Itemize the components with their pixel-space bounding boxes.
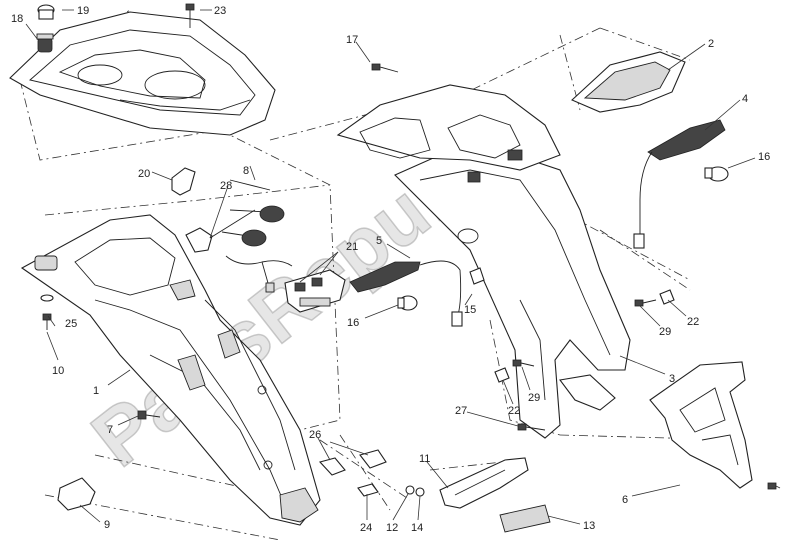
callout-29-center: 29: [528, 392, 540, 404]
latch-part-20: [171, 167, 196, 196]
turn-indicator-part-4: [633, 119, 726, 249]
callout-12: 12: [386, 522, 398, 534]
callout-23: 23: [214, 5, 226, 17]
license-plate-holder-part-6: [649, 361, 777, 490]
callout-16-left: 16: [347, 317, 359, 329]
bulb-part-16-left: [397, 295, 418, 311]
callout-1: 1: [93, 385, 99, 397]
callout-26: 26: [309, 429, 321, 441]
callout-5: 5: [376, 235, 382, 247]
callout-8: 8: [243, 165, 249, 177]
callout-24: 24: [360, 522, 372, 534]
rack-assembly: [9, 3, 276, 136]
screw-part-23: [185, 3, 195, 28]
callout-18: 18: [11, 13, 23, 25]
callout-16-right: 16: [758, 151, 770, 163]
fasteners-left: [40, 294, 161, 420]
callout-7: 7: [107, 424, 113, 436]
callout-11: 11: [419, 453, 430, 465]
nut-part-19: [37, 4, 55, 20]
callout-4: 4: [742, 93, 748, 105]
callout-17: 17: [346, 34, 358, 46]
leader-lines: [25, 9, 781, 525]
module-part-21: [284, 269, 346, 313]
callout-19: 19: [77, 5, 89, 17]
cover-part-9: [57, 477, 96, 511]
callout-22-right: 22: [687, 316, 699, 328]
bulb-part-16-right: [704, 166, 729, 182]
callout-15: 15: [464, 304, 476, 316]
small-parts: [318, 449, 425, 497]
callout-27: 27: [455, 405, 467, 417]
screw-part-17: [371, 63, 399, 73]
reflector-part-13: [499, 504, 551, 533]
callout-labels: 1 2 3 4 5 6 7 8 9 10 11 12 13 14 15 16 1…: [11, 5, 770, 534]
screws-22-29: [494, 289, 675, 431]
callout-3: 3: [669, 373, 675, 385]
key-upper: [229, 205, 285, 223]
callout-29-right: 29: [659, 326, 671, 338]
key-lower: [221, 229, 267, 247]
seat-cowl: [336, 84, 561, 183]
callout-9: 9: [104, 519, 110, 531]
callout-22-center: 22: [508, 405, 520, 417]
callout-6: 6: [622, 494, 628, 506]
callout-2: 2: [708, 38, 714, 50]
callout-25: 25: [65, 318, 77, 330]
callout-14: 14: [411, 522, 423, 534]
lock-cylinder-part-28: [185, 227, 213, 253]
callout-13: 13: [583, 520, 595, 532]
lock-assembly: [171, 167, 293, 293]
callout-20: 20: [138, 168, 150, 180]
callout-21: 21: [346, 241, 358, 253]
callout-10: 10: [52, 365, 64, 377]
turn-indicator-part-5: [349, 260, 485, 327]
callout-28: 28: [220, 180, 232, 192]
rear-undertray-part-1: [20, 214, 321, 526]
bracket-part-11: [439, 457, 529, 509]
rubber-grommet-part-18: [36, 33, 54, 53]
rear-mudguard-part-3: [394, 149, 631, 439]
luggage-rack: [9, 11, 276, 136]
tail-light-part-2: [571, 51, 686, 113]
